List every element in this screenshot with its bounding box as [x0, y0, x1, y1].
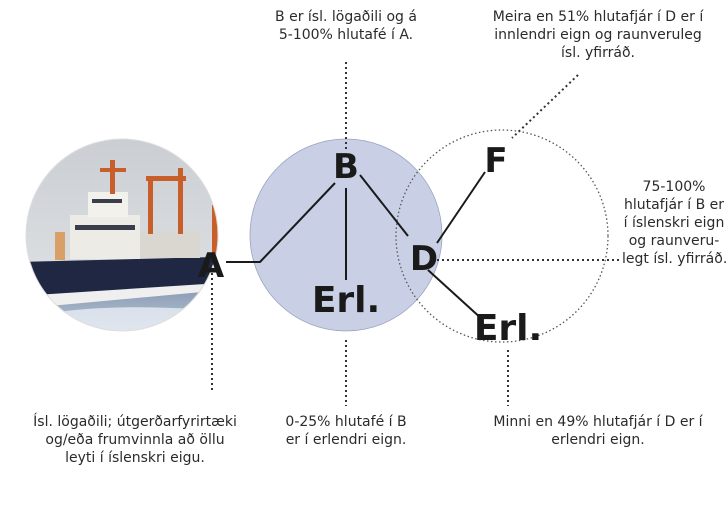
note-top-f: Meira en 51% hlutafjár í D er í innlendr…	[470, 8, 726, 62]
note-line: leyti í íslenskri eigu.	[65, 450, 205, 466]
note-line: innlendri eign og raunveruleg	[494, 27, 702, 43]
line-d-erl	[427, 269, 484, 321]
note-line: 0-25% hlutafé í B	[285, 414, 407, 430]
annotation-lines	[211, 62, 622, 406]
node-d: D	[410, 239, 438, 279]
note-line: og/eða frumvinnla að öllu	[45, 432, 225, 448]
note-bottom-d: Minni en 49% hlutafjár í D er í erlendri…	[470, 413, 726, 449]
note-top-b: B er ísl. lögaðili og á 5-100% hlutafé í…	[246, 8, 446, 44]
connector-lines	[226, 171, 486, 321]
note-line: Meira en 51% hlutafjár í D er í	[492, 9, 704, 25]
dots-top-f	[511, 74, 579, 139]
note-line: B er ísl. lögaðili og á	[275, 9, 417, 25]
note-line: 75-100%	[642, 179, 706, 195]
note-line: Ísl. lögaðili; útgerðarfyrirtæki	[33, 414, 237, 430]
note-line: er í erlendri eign.	[285, 432, 407, 448]
note-line: ísl. yfirráð.	[561, 45, 635, 61]
note-line: í íslenskri eign	[623, 215, 725, 231]
node-f: F	[484, 141, 507, 181]
note-line: Minni en 49% hlutafjár í D er í	[493, 414, 703, 430]
node-a: A	[198, 246, 225, 286]
node-erl-b: Erl.	[312, 280, 380, 321]
note-bottom-b: 0-25% hlutafé í B er í erlendri eign.	[266, 413, 426, 449]
note-line: hlutafjár í B er	[623, 197, 725, 213]
circle-d	[395, 129, 609, 343]
ship-photo-circle	[26, 139, 218, 331]
note-line: og raunveru-	[628, 233, 720, 249]
note-line: erlendri eign.	[551, 432, 645, 448]
line-d-f	[436, 171, 486, 244]
note-right-d: 75-100% hlutafjár í B er í íslenskri eig…	[622, 178, 726, 268]
note-bottom-a: Ísl. lögaðili; útgerðarfyrirtæki og/eða …	[20, 413, 250, 467]
line-b-d	[359, 174, 409, 237]
node-erl-d: Erl.	[474, 308, 542, 349]
line-a-b	[226, 182, 336, 263]
node-b: B	[333, 147, 359, 187]
note-line: legt ísl. yfirráð.	[622, 251, 726, 267]
note-line: 5-100% hlutafé í A.	[278, 27, 414, 43]
